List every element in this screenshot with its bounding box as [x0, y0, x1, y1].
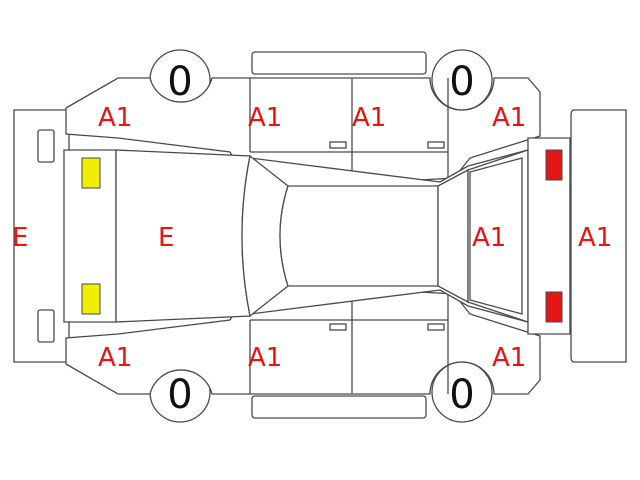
- code-trunk: A1: [472, 223, 506, 253]
- door-handle-upper-front: [329, 141, 347, 149]
- side-body-upper[interactable]: [65, 77, 541, 185]
- headlamp-bottom: [81, 283, 101, 315]
- code-quarter-rear-left: A1: [492, 103, 526, 133]
- taillamp-bottom: [545, 291, 563, 323]
- code-quarter-rear-right: A1: [492, 343, 526, 373]
- code-rear-bumper: A1: [578, 223, 612, 253]
- code-fender-front-right: A1: [98, 343, 132, 373]
- tire-reading-front-right: 0: [449, 59, 474, 105]
- door-handle-lower-front: [329, 323, 347, 331]
- trunk-inner: [469, 157, 523, 315]
- headlamp-top: [81, 157, 101, 189]
- code-hood: E: [158, 223, 174, 253]
- tire-reading-front-left: 0: [167, 59, 192, 105]
- tire-reading-rear-right: 0: [449, 372, 474, 418]
- code-door-rear-left: A1: [352, 103, 386, 133]
- side-body-lower[interactable]: [65, 287, 541, 395]
- tail-panel: [527, 137, 571, 335]
- code-door-front-right: A1: [248, 343, 282, 373]
- roof-panel-bottom[interactable]: [251, 395, 427, 419]
- taillamp-top: [545, 149, 563, 181]
- front-bumper-vent-bottom: [37, 309, 55, 343]
- roof-panel-top[interactable]: [251, 51, 427, 75]
- code-front-bumper: E: [12, 223, 28, 253]
- front-bumper-vent-top: [37, 129, 55, 163]
- roof[interactable]: [279, 185, 439, 287]
- code-fender-front-left: A1: [98, 103, 132, 133]
- rear-bumper[interactable]: [570, 109, 627, 363]
- hood-panel[interactable]: [115, 149, 251, 323]
- door-handle-lower-rear: [427, 323, 445, 331]
- code-door-front-left: A1: [248, 103, 282, 133]
- tire-reading-rear-left: 0: [167, 372, 192, 418]
- rear-window[interactable]: [437, 168, 469, 304]
- door-handle-upper-rear: [427, 141, 445, 149]
